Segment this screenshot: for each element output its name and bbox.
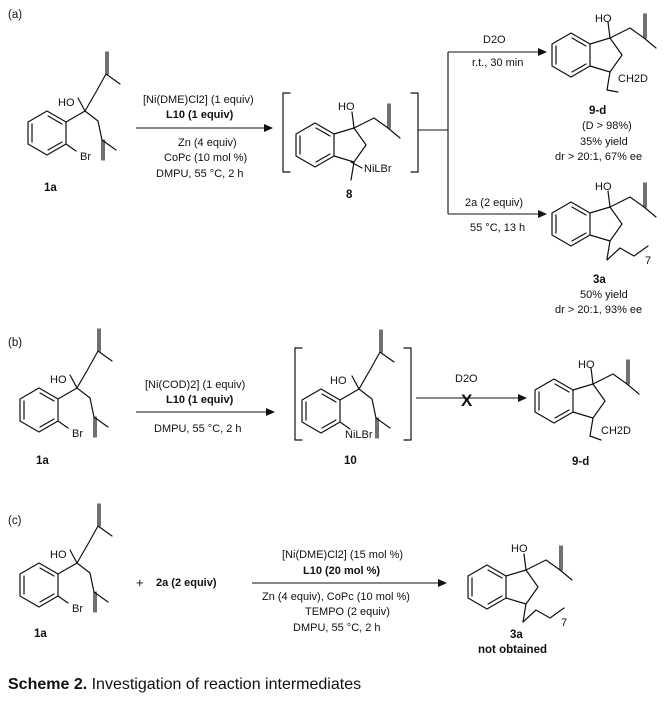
compound-name: 1a <box>36 455 49 467</box>
oh-label: HO <box>330 375 347 387</box>
panel-b-label: (b) <box>8 337 22 349</box>
compound-1a-b: HO Br 1a <box>19 328 113 467</box>
oh-label: HO <box>511 543 528 555</box>
condition-line: [Ni(COD)2] (1 equiv) <box>145 379 245 391</box>
condition-line: Zn (4 equiv) <box>178 137 237 149</box>
nickel-label: NiLBr <box>364 163 392 175</box>
panel-c-label: (c) <box>8 515 22 527</box>
caption-text: Investigation of reaction intermediates <box>87 676 362 693</box>
oh-label: HO <box>578 359 595 371</box>
conditions-a: [Ni(DME)Cl2] (1 equiv) L10 (1 equiv) Zn … <box>136 94 273 180</box>
blocked-step-b: D2O X <box>416 373 527 410</box>
reagent-2a: 2a (2 equiv) <box>156 577 217 589</box>
product-3a-a: HO 7 3a 50% yield dr > 20:1, 93% ee <box>551 181 657 316</box>
product-note: not obtained <box>478 644 547 656</box>
compound-name: 9-d <box>572 456 589 468</box>
oh-label: HO <box>50 549 67 561</box>
condition-line: L10 (1 equiv) <box>166 109 234 121</box>
condition-line: 55 °C, 13 h <box>470 222 525 234</box>
condition-line: [Ni(DME)Cl2] (1 equiv) <box>143 94 254 106</box>
result-line: 50% yield <box>580 289 628 301</box>
condition-line: r.t., 30 min <box>472 57 523 69</box>
caption-label: Scheme 2. <box>8 676 88 693</box>
panel-a-label: (a) <box>8 9 22 21</box>
condition-line: Zn (4 equiv), CoPc (10 mol %) <box>262 591 410 603</box>
product-9d-a: HO CH2D 9-d (D > 98%) 35% yield dr > 20:… <box>551 13 657 163</box>
br-label: Br <box>72 603 83 615</box>
oh-label: HO <box>595 181 612 193</box>
ch2d-label: CH2D <box>601 425 631 437</box>
oh-label: HO <box>595 13 612 25</box>
condition-line: DMPU, 55 °C, 2 h <box>156 168 244 180</box>
result-line: (D > 98%) <box>582 120 632 132</box>
result-line: dr > 20:1, 93% ee <box>555 304 642 316</box>
compound-name: 3a <box>593 274 606 286</box>
compound-name: 8 <box>346 189 353 201</box>
compound-name: 1a <box>34 628 47 640</box>
reagent-d2o: D2O <box>483 34 506 46</box>
nickel-label: NiLBr <box>345 429 373 441</box>
reaction-scheme: (a) HO Br 1a [Ni(DME)Cl2] (1 equiv) L10 … <box>8 9 657 656</box>
chain-count: 7 <box>561 617 567 629</box>
compound-name: 1a <box>44 182 57 194</box>
oh-label: HO <box>338 101 355 113</box>
conditions-c: [Ni(DME)Cl2] (15 mol %) L10 (20 mol %) Z… <box>252 549 447 634</box>
product-3a-c: HO 7 3a not obtained <box>467 543 573 656</box>
intermediate-10: HO NiLBr 10 <box>294 329 412 467</box>
condition-line: [Ni(DME)Cl2] (15 mol %) <box>282 549 403 561</box>
oh-label: HO <box>50 374 67 386</box>
plus-sign: + <box>136 575 144 590</box>
condition-line: TEMPO (2 equiv) <box>305 606 390 618</box>
br-label: Br <box>72 428 83 440</box>
condition-line: L10 (20 mol %) <box>303 565 380 577</box>
reagent-d2o: D2O <box>455 373 478 385</box>
oh-label: HO <box>58 97 75 109</box>
compound-1a-a: HO Br 1a <box>27 51 121 194</box>
compound-name: 10 <box>344 455 357 467</box>
blocked-mark: X <box>461 391 473 410</box>
compound-1a-c: HO Br 1a <box>19 503 113 640</box>
condition-line: DMPU, 55 °C, 2 h <box>293 622 381 634</box>
condition-line: L10 (1 equiv) <box>166 394 234 406</box>
chain-count: 7 <box>645 255 651 267</box>
scheme-caption: Scheme 2. Investigation of reaction inte… <box>8 676 361 694</box>
reagent-2a: 2a (2 equiv) <box>465 197 523 209</box>
conditions-b: [Ni(COD)2] (1 equiv) L10 (1 equiv) DMPU,… <box>136 379 275 435</box>
compound-name: 3a <box>510 629 523 641</box>
condition-line: DMPU, 55 °C, 2 h <box>154 423 242 435</box>
product-9d-b: HO CH2D 9-d <box>534 359 640 468</box>
br-label: Br <box>80 151 91 163</box>
condition-line: CoPc (10 mol %) <box>164 152 247 164</box>
branch-arrows-a: D2O r.t., 30 min 2a (2 equiv) 55 °C, 13 … <box>418 34 547 234</box>
result-line: dr > 20:1, 67% ee <box>555 151 642 163</box>
result-line: 35% yield <box>580 136 628 148</box>
ch2d-label: CH2D <box>618 73 648 85</box>
intermediate-8: HO NiLBr 8 <box>282 92 419 201</box>
compound-name: 9-d <box>589 105 606 117</box>
